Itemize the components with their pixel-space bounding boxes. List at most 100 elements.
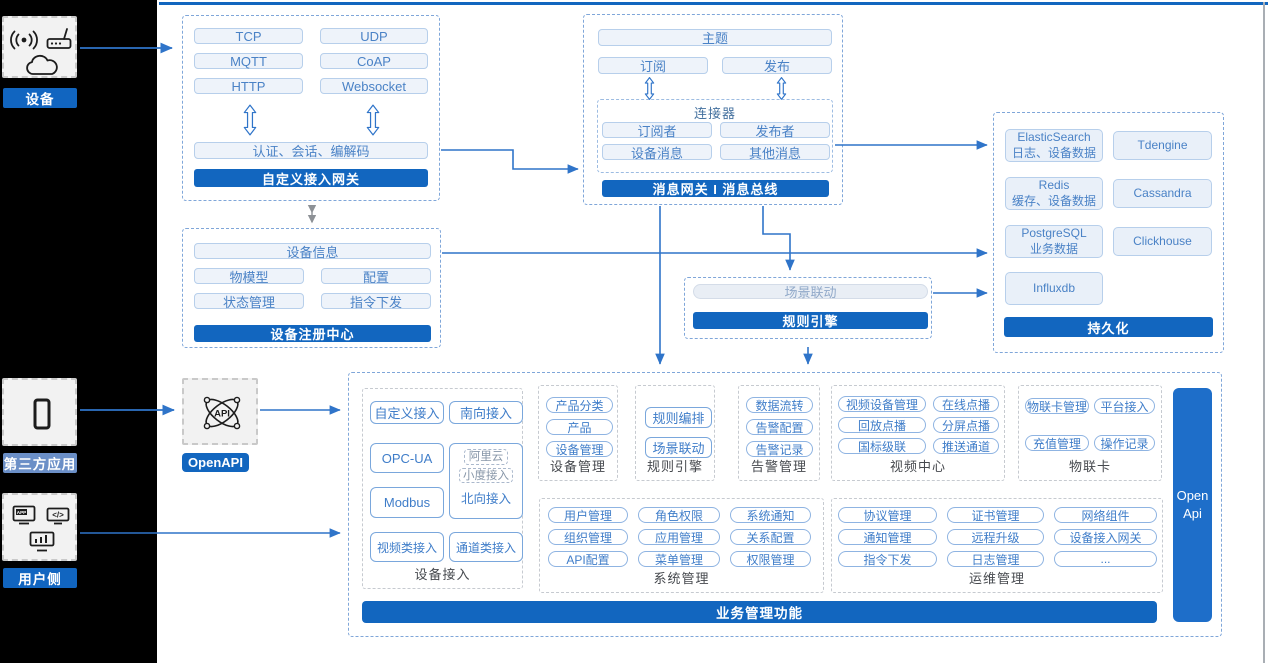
- influxdb-pill: Influxdb: [1005, 272, 1103, 305]
- xiaodu-pill: 小度接入: [459, 468, 513, 483]
- pill: 远程升级: [947, 529, 1044, 545]
- publish-pill: 发布: [722, 57, 832, 74]
- pill: 设备接入网关: [1054, 529, 1157, 545]
- connector-grid: 订阅者发布者设备消息其他消息: [602, 122, 830, 161]
- cassandra-pill: Cassandra: [1113, 179, 1212, 208]
- pill: 证书管理: [947, 507, 1044, 523]
- pill: 用户管理: [548, 507, 628, 523]
- north-access-label: 北向接入: [460, 492, 511, 506]
- rule-engine-mid-banner: 规则引擎: [693, 312, 928, 329]
- custom-access-pill: 自定义接入: [370, 401, 444, 424]
- user-side-label: 用户侧: [3, 568, 77, 588]
- pill: 设备管理: [546, 441, 613, 457]
- pill: 其他消息: [720, 144, 830, 161]
- pill: 系统通知: [730, 507, 811, 523]
- pill: MQTT: [194, 53, 303, 69]
- pill: 产品: [546, 419, 613, 435]
- pill: 协议管理: [838, 507, 937, 523]
- business-banner: 业务管理功能: [362, 601, 1157, 623]
- pill: 回放点播: [838, 417, 926, 433]
- pill: 规则编排: [645, 407, 712, 428]
- right-border-line: [1263, 2, 1265, 663]
- aliyun-pill: 阿里云: [463, 449, 509, 465]
- svg-text:</>: </>: [52, 511, 64, 520]
- video-access-pill: 视频类接入: [370, 532, 444, 562]
- third-party-label: 第三方应用: [3, 453, 77, 473]
- pill: 网络组件: [1054, 507, 1157, 523]
- persistence-banner: 持久化: [1004, 317, 1213, 337]
- pill: 菜单管理: [638, 551, 720, 567]
- rule-engine-grid: 规则编排场景联动: [645, 407, 712, 458]
- topic-pill: 主题: [598, 29, 832, 46]
- svg-text:API: API: [214, 409, 230, 420]
- store-name: Tdengine: [1137, 137, 1188, 152]
- arrow-message-gateway-to-rule-engine: [762, 206, 795, 271]
- opcua-pill: OPC-UA: [370, 443, 444, 473]
- arrow-custom-gateway-to-message-gateway: [441, 149, 579, 174]
- signal-icon: [10, 30, 38, 50]
- pill: 应用管理: [638, 529, 720, 545]
- app-icon: APP: [12, 505, 36, 525]
- system-mgmt-label: 系统管理: [653, 571, 710, 586]
- registry-banner: 设备注册中心: [194, 325, 431, 342]
- tdengine-pill: Tdengine: [1113, 131, 1212, 160]
- pill: Websocket: [320, 78, 428, 94]
- pill: 发布者: [720, 122, 830, 139]
- pill: 状态管理: [194, 293, 304, 310]
- device-mgmt-section: 设备管理: [538, 385, 618, 481]
- store-name: Clickhouse: [1133, 233, 1192, 248]
- open-api-bar: Open Api: [1173, 388, 1212, 622]
- pill: 数据流转: [746, 397, 813, 413]
- pill: 充值管理: [1025, 435, 1089, 451]
- double-arrow-icon: [776, 77, 787, 100]
- redis-pill: Redis 缓存、设备数据: [1005, 177, 1103, 210]
- pill: 推送通道: [933, 438, 999, 454]
- top-border-line: [159, 2, 1268, 5]
- pill: 配置: [321, 268, 431, 285]
- pill: 平台接入: [1094, 398, 1155, 414]
- store-name: PostgreSQL: [1021, 225, 1087, 240]
- store-name: Redis: [1038, 177, 1070, 192]
- south-access-pill: 南向接入: [449, 401, 523, 424]
- north-access-group: 阿里云 小度接入 北向接入: [449, 443, 523, 519]
- iot-card-label: 物联卡: [1068, 459, 1111, 474]
- ops-mgmt-section: 运维管理: [831, 498, 1163, 593]
- device-mgmt-grid: 产品分类产品设备管理: [546, 397, 613, 457]
- rule-engine-section: 规则引擎: [635, 385, 715, 481]
- store-sub: 业务数据: [1029, 241, 1078, 256]
- phone-icon: [33, 398, 51, 430]
- pill: 日志管理: [947, 551, 1044, 567]
- store-sub: 缓存、设备数据: [1011, 193, 1096, 208]
- pill: CoAP: [320, 53, 428, 69]
- pill: 物模型: [194, 268, 304, 285]
- video-center-grid: 视频设备管理在线点播回放点播分屏点播国标级联推送通道: [838, 396, 999, 454]
- modbus-pill: Modbus: [370, 487, 444, 518]
- cloud-icon: [26, 54, 58, 75]
- connector-box: 连接器: [597, 99, 833, 173]
- device-mgmt-label: 设备管理: [549, 459, 606, 474]
- postgresql-pill: PostgreSQL 业务数据: [1005, 225, 1103, 258]
- channel-access-pill: 通道类接入: [449, 532, 523, 562]
- pill: 操作记录: [1094, 435, 1155, 451]
- router-icon: [46, 28, 72, 49]
- pill: 订阅者: [602, 122, 712, 139]
- store-name: ElasticSearch: [1017, 129, 1091, 144]
- subscribe-pill: 订阅: [598, 57, 708, 74]
- iot-card-grid: 物联卡管理平台接入充值管理操作记录: [1025, 398, 1155, 451]
- pill: 在线点播: [933, 396, 999, 412]
- store-sub: 日志、设备数据: [1011, 145, 1096, 160]
- message-gateway-banner: 消息网关 I 消息总线: [602, 180, 829, 197]
- third-party-icon-box: [2, 378, 77, 446]
- pill: 组织管理: [548, 529, 628, 545]
- custom-gateway-banner: 自定义接入网关: [194, 169, 428, 187]
- user-side-icon-box: APP </>: [2, 493, 77, 561]
- scene-linkage-pill: 场景联动: [693, 284, 928, 300]
- clickhouse-pill: Clickhouse: [1113, 227, 1212, 256]
- pill: 指令下发: [321, 293, 431, 310]
- alarm-mgmt-grid: 数据流转告警配置告警记录: [746, 397, 813, 457]
- store-name: Influxdb: [1032, 280, 1076, 295]
- api-network-icon: API: [203, 396, 241, 430]
- chart-icon: [29, 531, 55, 552]
